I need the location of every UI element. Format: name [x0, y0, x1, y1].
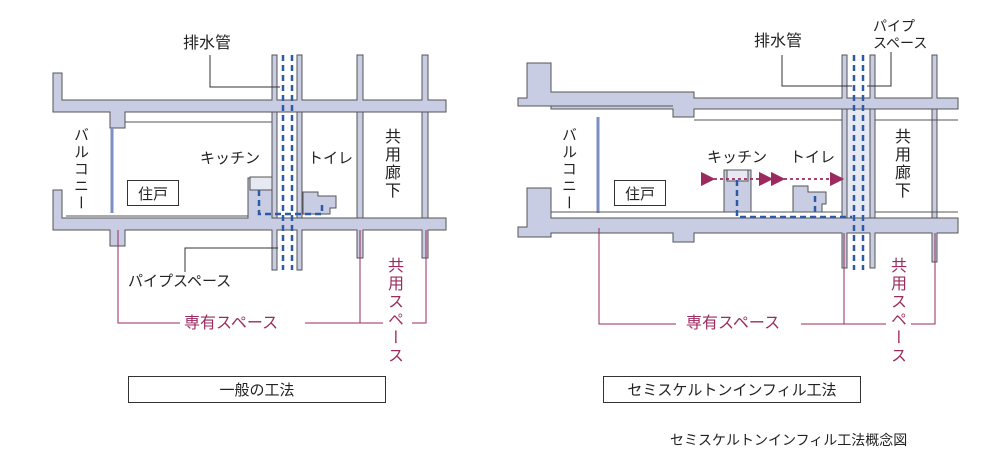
right-pipe-space-label-1: パイプ	[873, 19, 915, 35]
right-method-title: セミスケルトンインフィル工法	[603, 376, 861, 403]
left-method-title: 一般の工法	[128, 376, 386, 403]
right-kitchen-label: キッチン	[707, 148, 768, 166]
right-balcony-label: バルコニー	[560, 127, 578, 212]
left-leaders	[184, 55, 280, 272]
right-dwelling-label: 住戸	[614, 180, 666, 206]
left-drain-pipes	[257, 55, 324, 270]
right-drain-pipe-label: 排水管	[754, 31, 803, 50]
left-drain-pipe-label: 排水管	[183, 33, 232, 52]
right-private-space-label: 専有スペース	[686, 313, 781, 332]
left-dwelling-label: 住戸	[127, 180, 179, 206]
right-range-lines	[598, 228, 936, 325]
left-kitchen-label: キッチン	[200, 149, 261, 167]
right-drain-pipes	[735, 55, 865, 270]
right-common-space-label: 共用スペース	[888, 257, 907, 365]
left-corridor-label: 共用廊下	[382, 128, 401, 200]
left-common-space-label: 共用スペース	[385, 257, 404, 365]
left-private-space-label: 専有スペース	[184, 313, 279, 332]
right-toilet-label: トイレ	[790, 148, 836, 166]
left-structure	[52, 54, 447, 271]
right-corridor-label: 共用廊下	[892, 128, 911, 200]
right-leaders	[781, 52, 892, 87]
right-infill-lines	[551, 105, 958, 213]
left-balcony-label: バルコニー	[72, 127, 90, 212]
figure-caption: セミスケルトンインフィル工法概念図	[670, 433, 908, 449]
left-pipe-space-label: パイプスペース	[128, 272, 232, 290]
left-toilet-label: トイレ	[308, 149, 354, 167]
right-pipe-space-label-2: スペース	[873, 36, 928, 52]
left-range-lines	[117, 230, 427, 324]
